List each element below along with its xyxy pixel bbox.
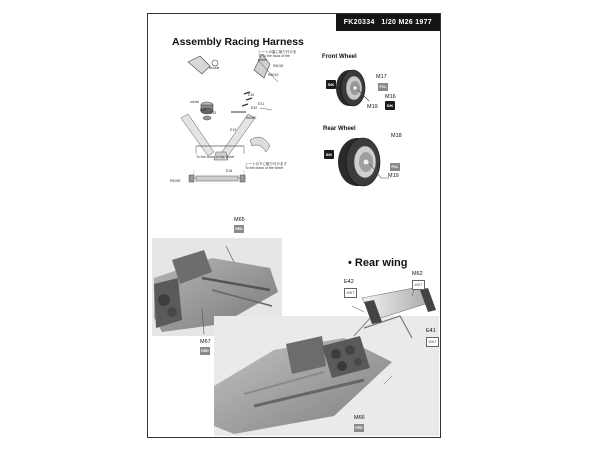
rear-wing-part-m62: M62: [412, 271, 423, 277]
front-wheel-part-m19: M19: [367, 104, 378, 110]
harness-part-e32: E32: [251, 106, 258, 110]
front-wheel-illustration: [336, 69, 370, 107]
harness-section-title: Assembly Racing Harness: [172, 36, 304, 48]
upper-chassis-label-m67: M67: [200, 339, 211, 345]
instruction-sheet: FK20334 1/20 M26 1977 Assembly Racing Ha…: [147, 13, 441, 438]
harness-part-e33: E33: [210, 111, 217, 115]
rear-wing-tag-e41: WHT: [426, 337, 439, 347]
front-wheel-tag-sik-left: SIK: [326, 80, 336, 89]
rear-wing-title: • Rear wing: [348, 257, 408, 269]
lower-chassis-label-m66: M66: [354, 415, 365, 421]
upper-chassis-tag-red: RED: [234, 225, 244, 233]
rear-wing-tag-e42: WHT: [344, 288, 357, 298]
lower-chassis-tag-red: RED: [354, 424, 364, 432]
rear-wheel-part-m18: M18: [391, 133, 402, 139]
front-wheel-title: Front Wheel: [322, 54, 357, 60]
harness-part-e30: E30: [248, 93, 255, 97]
rear-wing-part-e41: E41: [426, 328, 436, 334]
harness-part-r6080: R6080: [246, 116, 257, 120]
rear-wheel-title: Rear Wheel: [323, 126, 356, 132]
rear-wing-tag-m62: WHT: [412, 280, 425, 290]
rear-wheel-tag-sik: SIK: [324, 150, 334, 159]
buckle-label: Buckle: [209, 66, 220, 70]
harness-diagram: [180, 53, 279, 183]
rear-wing-part-e42: E42: [344, 279, 354, 285]
harness-part-e19: E19: [230, 128, 237, 132]
rear-wheel-illustration: [338, 137, 389, 187]
harness-part-r6019: R6019: [268, 73, 279, 77]
harness-part-e31: E31: [258, 102, 265, 106]
harness-note-back: シートの裏に取り付けます To the back of the sheet: [258, 50, 297, 62]
harness-part-r6018: R6018: [273, 64, 284, 68]
upper-chassis-label-m65: M65: [234, 217, 245, 223]
front-wheel-tag-sik-right: SIK: [385, 101, 395, 110]
rear-wheel-part-m19: M19: [388, 173, 399, 179]
front-wheel-part-m17: M17: [376, 74, 387, 80]
upper-chassis-tag-red-lower: RED: [200, 347, 210, 355]
harness-note-down-right: シートの下に取り付けます To the down of the sheet: [245, 162, 287, 170]
harness-part-r6035: R6035: [170, 179, 181, 183]
kit-scale-title: 1/20 M26 1977: [381, 19, 432, 26]
harness-note-down-left: To the down of the sheet: [196, 155, 235, 159]
header-badge: FK20334 1/20 M26 1977: [335, 14, 440, 31]
rear-wheel-tag-pcl: PCL: [390, 163, 400, 171]
front-wheel-tag-pcl: PCL: [378, 83, 388, 91]
harness-part-e18: E18: [226, 169, 233, 173]
kit-code: FK20334: [343, 19, 375, 26]
metal-label: metal: [190, 100, 199, 104]
front-wheel-part-m16: M16: [385, 94, 396, 100]
rear-wing-chassis-photo: [214, 283, 439, 436]
harness-part-e34: E34: [200, 108, 207, 112]
